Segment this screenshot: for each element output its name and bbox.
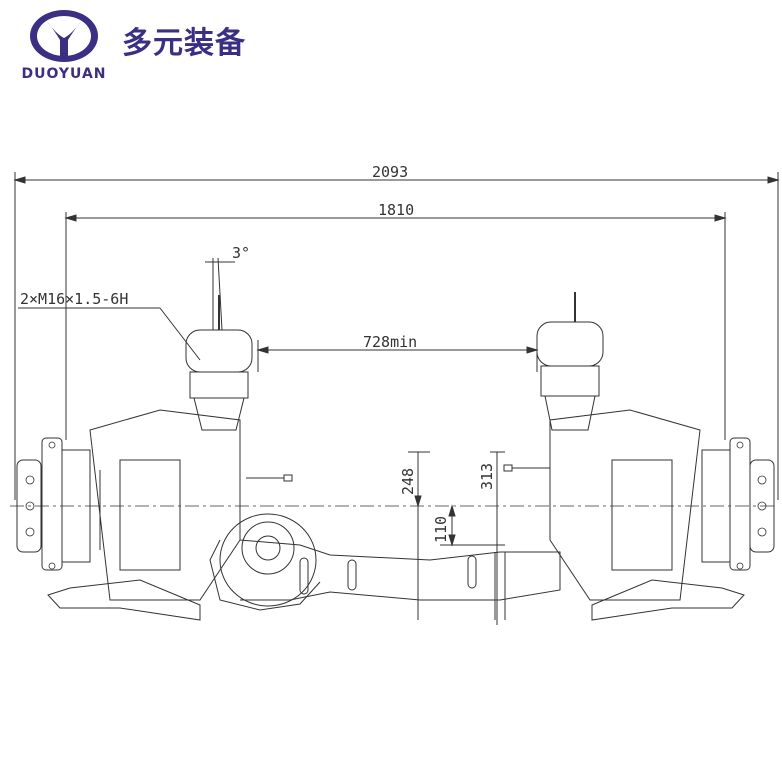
height-b-label: 313	[478, 463, 496, 490]
angle-label: 3°	[232, 244, 250, 262]
thread-spec-label: 2×M16×1.5-6H	[20, 290, 128, 308]
height-c-label: 110	[432, 516, 450, 543]
height-a-label: 248	[399, 468, 417, 495]
logo-text: DUOYUAN	[21, 66, 107, 82]
brand-name: 多元装备	[122, 26, 246, 61]
overall-width-label: 2093	[372, 163, 408, 181]
logo-mark-icon	[30, 10, 98, 62]
track-width-label: 1810	[378, 201, 414, 219]
duoyuan-logo: DUOYUAN	[14, 8, 114, 82]
min-clearance-label: 728min	[363, 333, 417, 351]
